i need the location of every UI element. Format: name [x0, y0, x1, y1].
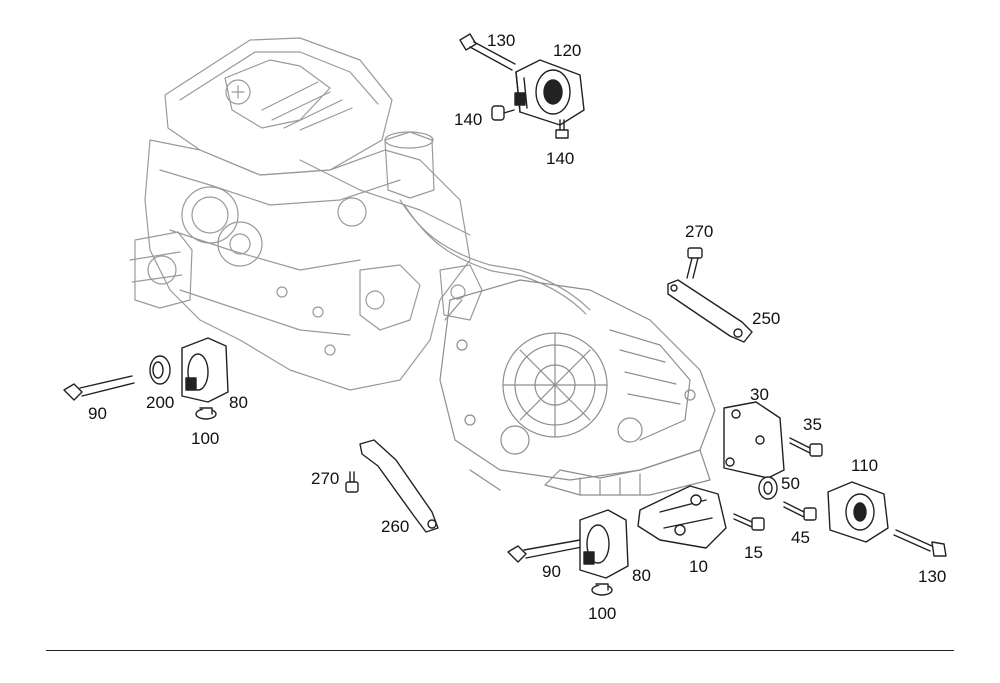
bolt-130-right[interactable] — [893, 529, 947, 557]
bracket-250[interactable] — [667, 279, 753, 343]
callout-130-top[interactable]: 130 — [487, 31, 516, 50]
callout-35[interactable]: 35 — [803, 415, 822, 434]
bracket-10[interactable] — [637, 485, 727, 549]
callout-10[interactable]: 10 — [689, 557, 708, 576]
bolt-90-left[interactable] — [63, 375, 135, 401]
bolt-15[interactable] — [733, 513, 765, 531]
callout-80-lower[interactable]: 80 — [632, 566, 651, 585]
bracket-260[interactable] — [359, 439, 439, 533]
callout-140-side[interactable]: 140 — [454, 110, 483, 129]
spacer-200[interactable] — [149, 355, 171, 385]
mount-110[interactable] — [827, 481, 889, 543]
bolt-140-bottom[interactable] — [555, 119, 569, 139]
mount-80-lower[interactable] — [579, 509, 629, 579]
footer-rule — [46, 650, 954, 651]
bolt-90-lower[interactable] — [507, 539, 583, 563]
callout-270-top[interactable]: 270 — [685, 222, 714, 241]
callout-90-left[interactable]: 90 — [88, 404, 107, 423]
bolt-45[interactable] — [783, 501, 817, 521]
callout-200[interactable]: 200 — [146, 393, 175, 412]
transmission-assembly — [439, 279, 716, 496]
mount-120[interactable] — [514, 59, 585, 126]
bolt-35[interactable] — [789, 437, 823, 457]
callout-45[interactable]: 45 — [791, 528, 810, 547]
bolt-130-top[interactable] — [459, 33, 516, 71]
washer-50[interactable] — [758, 476, 778, 500]
callout-260[interactable]: 260 — [381, 517, 410, 536]
callout-50[interactable]: 50 — [781, 474, 800, 493]
bolt-270-left[interactable] — [345, 471, 359, 493]
cap-100-left[interactable] — [195, 407, 217, 420]
callout-270-left[interactable]: 270 — [311, 469, 340, 488]
callout-15[interactable]: 15 — [744, 543, 763, 562]
bracket-30[interactable] — [723, 401, 785, 479]
cap-100-lower[interactable] — [591, 583, 613, 596]
callout-30[interactable]: 30 — [750, 385, 769, 404]
bolt-270-top[interactable] — [686, 247, 703, 279]
bolt-140-side[interactable] — [491, 105, 515, 121]
callout-130-right[interactable]: 130 — [918, 567, 947, 586]
callout-100-lower[interactable]: 100 — [588, 604, 617, 623]
callout-140-bottom[interactable]: 140 — [546, 149, 575, 168]
callout-110[interactable]: 110 — [851, 456, 879, 475]
engine-assembly — [129, 37, 591, 391]
callout-90-lower[interactable]: 90 — [542, 562, 561, 581]
callout-120[interactable]: 120 — [553, 41, 582, 60]
callout-100-left[interactable]: 100 — [191, 429, 220, 448]
callout-80-left[interactable]: 80 — [229, 393, 248, 412]
callout-250[interactable]: 250 — [752, 309, 781, 328]
mount-80-left[interactable] — [181, 337, 229, 403]
